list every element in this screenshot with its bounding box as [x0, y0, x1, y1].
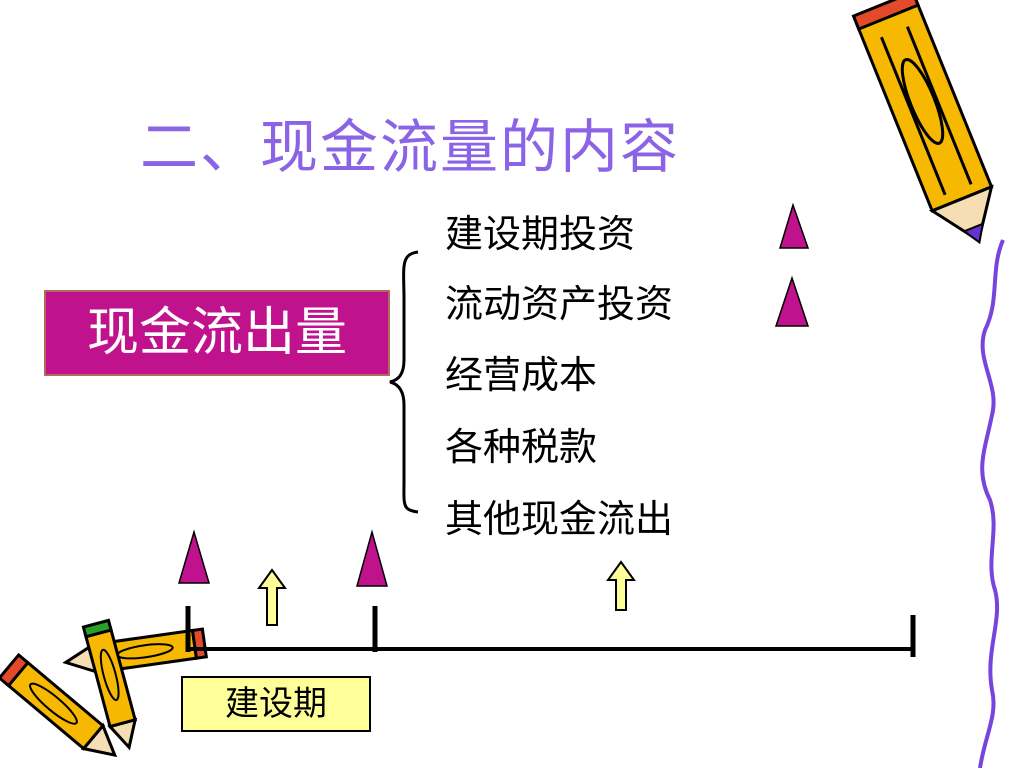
up-arrow-icon: [606, 560, 636, 611]
cash-outflow-box: 现金流出量: [44, 290, 390, 376]
list-item: 各种税款: [445, 425, 598, 469]
triangle-marker: [774, 275, 810, 327]
list-item: 其他现金流出: [445, 497, 674, 541]
pencil-icon: [0, 652, 118, 758]
up-arrow-icon: [257, 568, 287, 626]
list-item: 流动资产投资: [445, 282, 674, 326]
curly-brace: [389, 250, 419, 514]
pencil-icon: [851, 0, 994, 245]
list-item: 经营成本: [445, 353, 598, 397]
construction-period-label: 建设期: [181, 676, 371, 732]
triangle-marker: [177, 529, 211, 584]
page-title: 二、现金流量的内容: [140, 113, 681, 181]
triangle-marker: [778, 202, 810, 249]
squiggle-line: [978, 239, 1005, 768]
list-item: 建设期投资: [445, 212, 636, 256]
triangle-marker: [356, 529, 388, 587]
pencil-icon: [81, 618, 138, 751]
